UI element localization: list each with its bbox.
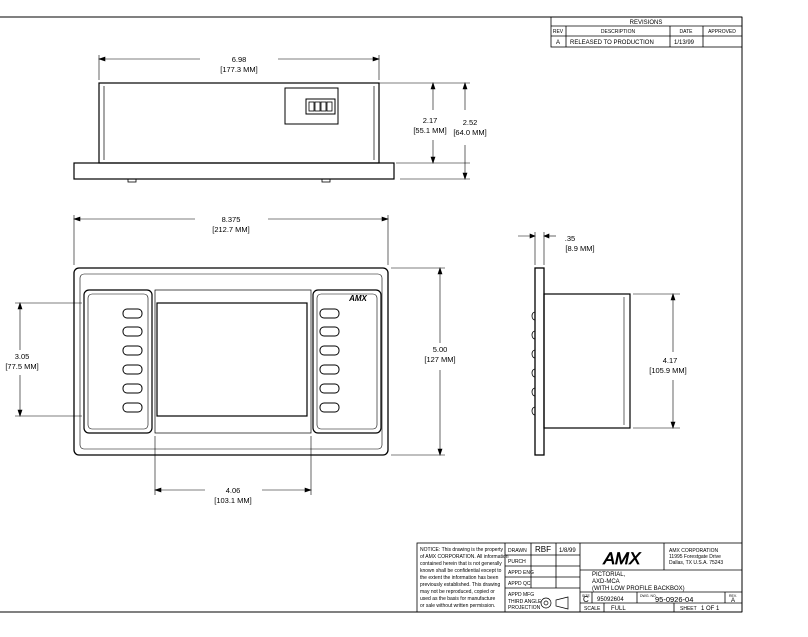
notice-line: contained herein that is not generally [420,561,502,567]
bottom-width-dimension [154,436,312,495]
revision-row-rev: A [556,40,560,46]
top-width-mm-label: [177.3 MM] [220,65,258,74]
front-width-dimension [73,215,389,265]
front-height-dimension [391,267,445,456]
top-width-label: 6.98 [232,55,247,64]
projection-label-2: PROJECTION [508,605,541,611]
top-height-1-mm-label: [55.1 MM] [413,126,446,135]
front-width-label: 8.375 [222,215,241,224]
rev-value: A [731,598,735,604]
title-block [416,542,743,613]
dwg-no-label: DWG. NO. [640,594,657,598]
front-logo: AMX [348,294,367,303]
top-view [73,82,395,183]
side-depth-dimension [518,232,556,265]
side-height-mm-label: [105.9 MM] [649,366,687,375]
notice-line: previously established. This drawing [420,582,500,588]
revision-row-date: 1/13/99 [674,40,695,46]
left-height-mm-label: [77.5 MM] [5,362,38,371]
company-address-2: Dallas, TX U.S.A. 75243 [669,560,723,566]
touch-screen [156,302,308,417]
side-depth-mm-label: [8.9 MM] [565,244,594,253]
notice-line: NOTICE: This drawing is the property [420,547,503,553]
appd-eng-label: APPD ENG [508,570,534,576]
side-height-label: 4.17 [663,356,678,365]
revisions-title: REVISIONS [630,20,663,26]
side-view [531,267,631,456]
bottom-width-mm-label: [103.1 MM] [214,496,252,505]
dwg-no-value: 95-0926-04 [655,595,693,604]
bottom-width-label: 4.06 [226,486,241,495]
third-angle-projection-icon [540,596,569,610]
sheet-value: 1 OF 1 [701,606,720,612]
purch-label: PURCH [508,559,526,565]
projection-label-1: THIRD ANGLE [508,599,542,605]
rev-label: REV. [729,594,737,598]
top-height-1-label: 2.17 [423,116,438,125]
notice-line: used as the basis for manufacture [420,596,496,602]
notice-line: known shall be confidential except to [420,568,502,574]
dip-switch-housing [284,87,339,125]
size-label: SIZE [582,594,590,598]
company-name: AMX CORPORATION [669,548,718,554]
notice-line: or sale without written permission. [420,603,495,609]
drawing-title-2: AXD-MCA [592,579,620,585]
front-width-mm-label: [212.7 MM] [212,225,250,234]
side-height-dimension [633,293,680,429]
rev-header: REV [553,29,564,35]
fscm-number: 95092604 [597,597,624,603]
drawing-title-1: PICTORIAL, [592,572,626,578]
side-depth-label: .35 [565,234,575,243]
drawn-label: DRAWN [508,548,527,554]
description-header: DESCRIPTION [601,29,636,35]
drawn-date: 1/8/99 [559,548,576,554]
appd-qc-label: APPD QC [508,581,531,587]
front-height-mm-label: [127 MM] [424,355,455,364]
approved-header: APPROVED [708,29,736,35]
title-block-logo: AMX [603,549,642,568]
notice-line: of AMX CORPORATION. All information [420,554,509,560]
notice-text: NOTICE: This drawing is the property of … [420,547,509,609]
left-height-dimension [15,302,82,417]
top-height-2-mm-label: [64.0 MM] [453,128,486,137]
company-address-1: 11995 Forestgate Drive [669,554,721,560]
size-value: C [583,595,589,604]
front-view [73,267,389,456]
sheet-label: SHEET [680,606,697,612]
top-width-dimension [98,55,380,80]
revisions-table [550,16,743,48]
drawn-by: RBF [535,545,551,554]
left-button-column [122,308,143,413]
right-button-column [319,308,340,413]
left-height-label: 3.05 [15,352,30,361]
notice-line: the extent the information has been [420,575,499,581]
scale-value: FULL [611,606,626,612]
appd-mfg-label: APPD MFG [508,592,534,598]
drawing-title-3: (WITH LOW PROFILE BACKBOX) [592,586,685,592]
dip-switch-block [305,98,336,115]
date-header: DATE [680,29,694,35]
top-height-2-label: 2.52 [463,118,478,127]
top-height-dimension [340,82,470,180]
front-height-label: 5.00 [433,345,448,354]
notice-line: may not be reproduced, copied or [420,589,495,595]
revision-row-description: RELEASED TO PRODUCTION [570,40,654,46]
scale-label: SCALE [584,606,601,612]
